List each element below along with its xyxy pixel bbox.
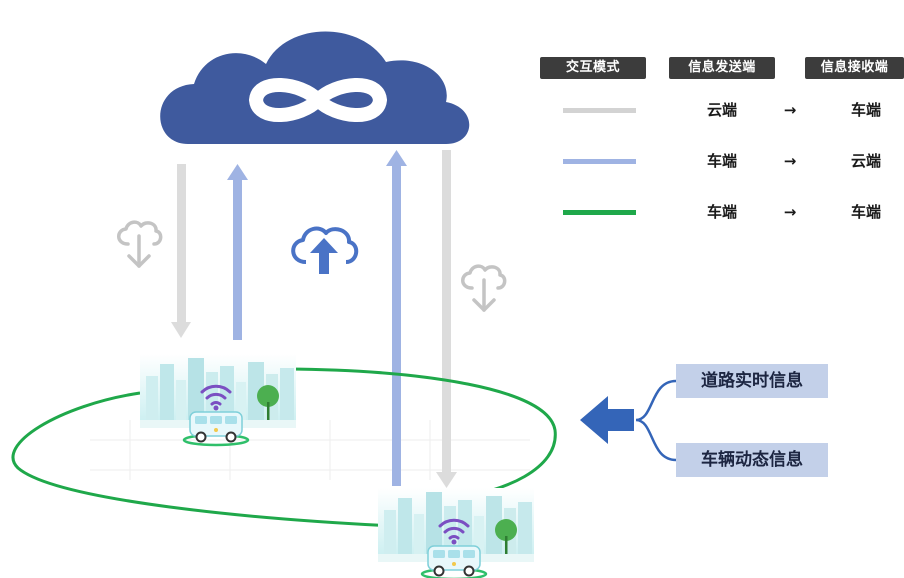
legend-row1-arrow: → bbox=[783, 101, 797, 119]
car-to-cloud-link-left bbox=[227, 164, 248, 340]
legend-header-mode: 交互模式 bbox=[540, 57, 646, 79]
car-to-cloud-link-right bbox=[386, 150, 407, 486]
legend-row3-arrow: → bbox=[783, 203, 797, 221]
legend-header-sender: 信息发送端 bbox=[669, 57, 775, 79]
vehicle-scene-right bbox=[376, 486, 536, 578]
cloud-to-car-link-left bbox=[171, 164, 191, 338]
legend-row2-sender: 车端 bbox=[706, 152, 737, 170]
vehicle-scene-left bbox=[138, 352, 298, 447]
legend-header-receiver: 信息接收端 bbox=[805, 57, 904, 79]
legend-line-gray bbox=[563, 108, 636, 113]
cloud-download-icon bbox=[117, 220, 163, 268]
cloud-download-icon bbox=[461, 264, 507, 312]
background-grid bbox=[90, 420, 530, 480]
legend-row1-receiver: 车端 bbox=[850, 101, 881, 119]
info-source-bracket bbox=[635, 379, 677, 462]
legend-line-blue bbox=[563, 159, 636, 164]
legend-row1-sender: 云端 bbox=[706, 101, 737, 119]
legend-line-green bbox=[563, 210, 636, 215]
info-source-arrow bbox=[580, 396, 634, 444]
legend-row2-arrow: → bbox=[783, 152, 797, 170]
legend-row3-receiver: 车端 bbox=[850, 203, 881, 221]
legend-row2-receiver: 云端 bbox=[850, 152, 881, 170]
vehicle-to-vehicle-link bbox=[11, 364, 557, 532]
tag-road-realtime-info: 道路实时信息 bbox=[676, 364, 828, 398]
cloud-upload-icon bbox=[291, 226, 359, 274]
tag-vehicle-dynamic-info: 车辆动态信息 bbox=[676, 443, 828, 477]
cloud-infinity-icon bbox=[160, 31, 470, 144]
cloud-to-car-link-right bbox=[436, 150, 457, 488]
legend-row3-sender: 车端 bbox=[706, 203, 737, 221]
